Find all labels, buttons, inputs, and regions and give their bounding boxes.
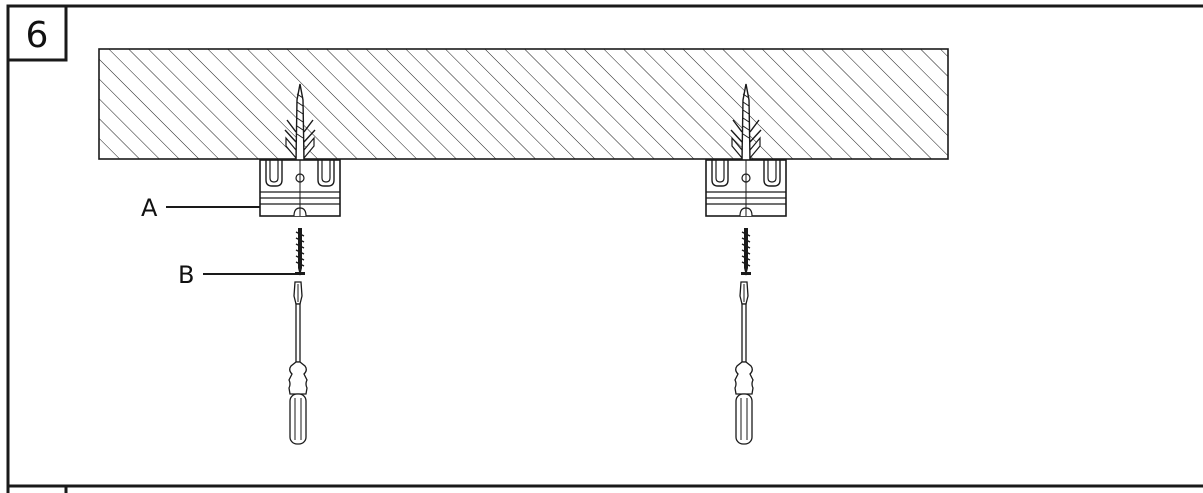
wall-section [98, 48, 949, 160]
bracket-right [705, 159, 787, 217]
step-number: 6 [26, 15, 49, 56]
bracket-left [259, 159, 341, 217]
step-number-badge: 6 [6, 4, 68, 62]
callout-a: A [141, 194, 260, 222]
callout-b-label: B [178, 261, 194, 289]
next-step-badge-stub [6, 484, 68, 493]
callout-b: B [178, 261, 296, 289]
callout-a-label: A [141, 194, 158, 222]
